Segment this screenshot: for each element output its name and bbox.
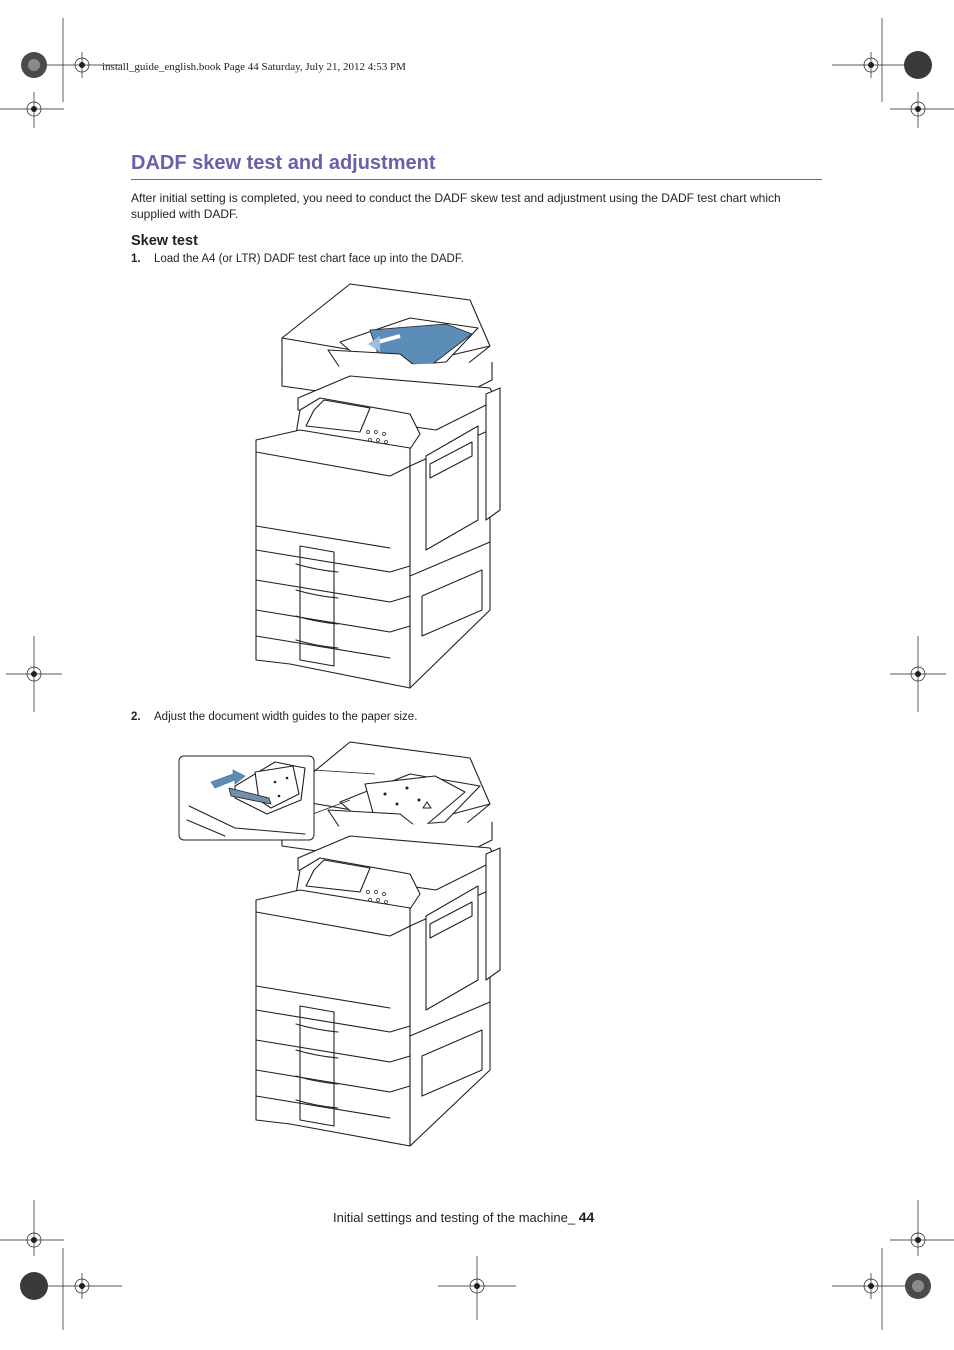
- step-1: 1. Load the A4 (or LTR) DADF test chart f…: [131, 253, 464, 265]
- page-footer: Initial settings and testing of the mach…: [333, 1209, 594, 1225]
- step-1-number: 1.: [131, 253, 141, 265]
- step-2-number: 2.: [131, 711, 141, 723]
- title-rule: [131, 179, 822, 180]
- intro-paragraph: After initial setting is completed, you …: [131, 191, 781, 221]
- footer-text: Initial settings and testing of the mach…: [333, 1210, 576, 1225]
- step-2-text: Adjust the document width guides to the …: [154, 711, 418, 723]
- step-2: 2. Adjust the document width guides to th…: [131, 711, 417, 723]
- direction-arrow: [210, 769, 246, 789]
- printer-illustration-load-chart: [255, 283, 501, 689]
- printer-illustration-width-guides: [178, 741, 501, 1147]
- book-info-header: install_guide_english.book Page 44 Satur…: [102, 61, 406, 73]
- page-number: 44: [578, 1209, 595, 1225]
- subheading-skew-test: Skew test: [131, 233, 198, 249]
- width-guide: [228, 787, 272, 805]
- section-title: DADF skew test and adjustment: [131, 152, 436, 174]
- step-1-text: Load the A4 (or LTR) DADF test chart fac…: [154, 253, 464, 265]
